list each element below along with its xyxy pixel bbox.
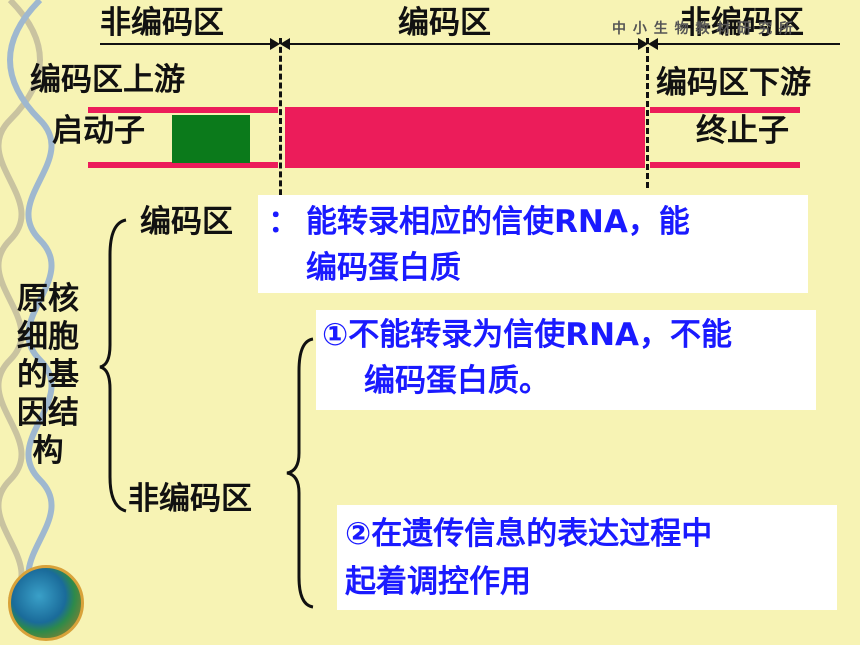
main-brace: [99, 218, 127, 513]
watermark-text: 中 小 生 物 教 材 研 究 所: [612, 21, 794, 37]
gene-strand-top-right: [650, 107, 800, 113]
promoter-block: [172, 115, 250, 163]
divider-left: [279, 38, 282, 213]
point1-line1: ①不能转录为信使RNA，不能: [322, 317, 733, 353]
dna-helix-decoration: [0, 0, 55, 603]
region-arrows: [100, 38, 840, 50]
root-label-text: 原核细胞的基因结构: [17, 281, 79, 469]
point1-box: ①不能转录为信使RNA，不能 编码蛋白质。: [316, 310, 816, 410]
institute-seal-logo: [8, 565, 84, 641]
point2-line1: ②在遗传信息的表达过程中: [345, 516, 713, 552]
gene-structure-root-label: 原核细胞的基因结构: [8, 280, 88, 470]
coding-desc-line2: 编码蛋白质: [306, 250, 461, 286]
noncoding-region-label: 非编码区: [128, 481, 252, 517]
coding-region-block: [285, 107, 645, 168]
noncoding-left-label: 非编码区: [100, 5, 224, 41]
terminator-label: 终止子: [696, 113, 789, 149]
coding-desc-line1: 能转录相应的信使RNA，能: [306, 204, 690, 240]
gene-strand-bottom-right: [650, 162, 800, 168]
coding-colon: ：: [268, 204, 299, 240]
coding-middle-label: 编码区: [398, 5, 491, 41]
gene-strand-top-left: [88, 107, 278, 113]
coding-region-label: 编码区: [140, 204, 233, 240]
point2-box: ②在遗传信息的表达过程中 起着调控作用: [337, 505, 837, 610]
divider-right: [646, 38, 649, 188]
noncoding-right-label: 非编码区: [680, 5, 804, 41]
upstream-label: 编码区上游: [30, 62, 185, 98]
point1-line2: 编码蛋白质。: [364, 363, 550, 399]
noncoding-brace: [286, 337, 314, 609]
downstream-label: 编码区下游: [656, 65, 811, 101]
coding-desc-box: ： 能转录相应的信使RNA，能 编码蛋白质: [258, 195, 808, 293]
point2-line2: 起着调控作用: [345, 564, 531, 600]
gene-strand-bottom-left: [88, 162, 278, 168]
promoter-label: 启动子: [52, 113, 145, 149]
